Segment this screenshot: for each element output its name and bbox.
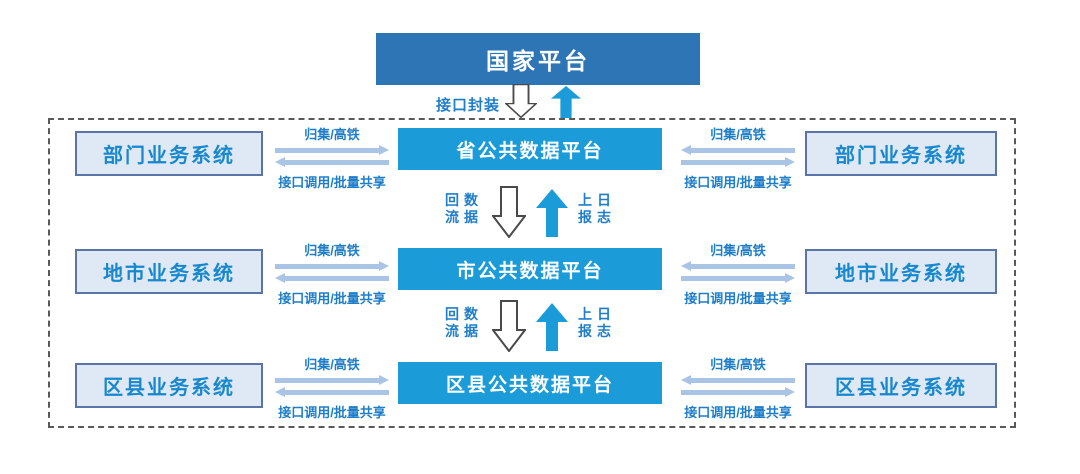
national-platform-label: 国家平台: [486, 48, 590, 74]
collect-label: 归集/高铁: [710, 243, 766, 258]
api-call-label: 接口调用/批量共享: [684, 405, 792, 420]
left-arrow-icon: [275, 157, 389, 167]
collect-label: 归集/高铁: [710, 127, 766, 142]
city-system-box-left: 地市业务系统: [75, 249, 263, 294]
right-arrow-icon: [275, 261, 389, 271]
up-arrow-solid-icon: [551, 86, 581, 118]
left-arrow-icon: [681, 261, 795, 271]
city-system-box-right: 地市业务系统: [805, 249, 997, 294]
api-call-label: 接口调用/批量共享: [684, 291, 792, 306]
dept-system-label: 部门业务系统: [103, 145, 235, 167]
right-arrow-icon: [681, 157, 795, 167]
county-system-box-right: 区县业务系统: [805, 363, 997, 408]
right-exchange-arrows-county: 归集/高铁 接口调用/批量共享: [678, 354, 798, 426]
api-call-label: 接口调用/批量共享: [278, 175, 386, 190]
up-arrow-solid-icon: [536, 303, 568, 351]
city-platform-box: 市公共数据平台: [398, 248, 662, 290]
left-exchange-arrows-city: 归集/高铁 接口调用/批量共享: [272, 240, 392, 312]
dept-system-box-right-provincial: 部门业务系统: [805, 131, 997, 176]
county-system-box-left: 区县业务系统: [75, 363, 263, 408]
data-backflow-label: 回数 流据: [445, 192, 483, 225]
dept-system-label: 部门业务系统: [835, 145, 967, 167]
api-call-label: 接口调用/批量共享: [684, 175, 792, 190]
right-arrow-icon: [681, 273, 795, 283]
right-arrow-icon: [275, 145, 389, 155]
left-exchange-arrows-county: 归集/高铁 接口调用/批量共享: [272, 354, 392, 426]
left-arrow-icon: [275, 273, 389, 283]
city-county-connector: 回数 流据 上日 报志: [440, 300, 640, 358]
left-arrow-icon: [275, 387, 389, 397]
right-exchange-arrows-provincial: 归集/高铁 接口调用/批量共享: [678, 124, 798, 196]
left-exchange-arrows-provincial: 归集/高铁 接口调用/批量共享: [272, 124, 392, 196]
provincial-city-connector: 回数 流据 上日 报志: [440, 186, 640, 244]
city-system-label: 地市业务系统: [835, 263, 967, 285]
log-report-label: 上日 报志: [578, 192, 616, 225]
log-report-label: 上日 报志: [578, 306, 616, 339]
city-system-label: 地市业务系统: [103, 263, 235, 285]
right-arrow-icon: [681, 387, 795, 397]
city-platform-label: 市公共数据平台: [456, 260, 604, 282]
local-platforms-boundary: [48, 118, 1016, 428]
down-arrow-outline-icon: [505, 84, 537, 118]
left-arrow-icon: [681, 375, 795, 385]
data-backflow-label: 回数 流据: [445, 306, 483, 339]
interface-encapsulation-label: 接口封装: [436, 97, 501, 114]
county-platform-box: 区县公共数据平台: [398, 362, 662, 404]
national-platform-box: 国家平台: [376, 33, 700, 85]
provincial-platform-label: 省公共数据平台: [456, 140, 604, 162]
up-arrow-solid-icon: [536, 189, 568, 237]
county-system-label: 区县业务系统: [103, 377, 235, 399]
dept-system-box-left-provincial: 部门业务系统: [75, 131, 263, 176]
provincial-platform-box: 省公共数据平台: [398, 128, 662, 170]
collect-label: 归集/高铁: [710, 357, 766, 372]
county-platform-label: 区县公共数据平台: [445, 374, 614, 396]
down-arrow-outline-icon: [492, 186, 526, 238]
county-system-label: 区县业务系统: [835, 377, 967, 399]
api-call-label: 接口调用/批量共享: [278, 291, 386, 306]
collect-label: 归集/高铁: [304, 127, 360, 142]
collect-label: 归集/高铁: [304, 243, 360, 258]
left-arrow-icon: [681, 145, 795, 155]
right-exchange-arrows-city: 归集/高铁 接口调用/批量共享: [678, 240, 798, 312]
down-arrow-outline-icon: [492, 300, 526, 352]
right-arrow-icon: [275, 375, 389, 385]
api-call-label: 接口调用/批量共享: [278, 405, 386, 420]
collect-label: 归集/高铁: [304, 357, 360, 372]
